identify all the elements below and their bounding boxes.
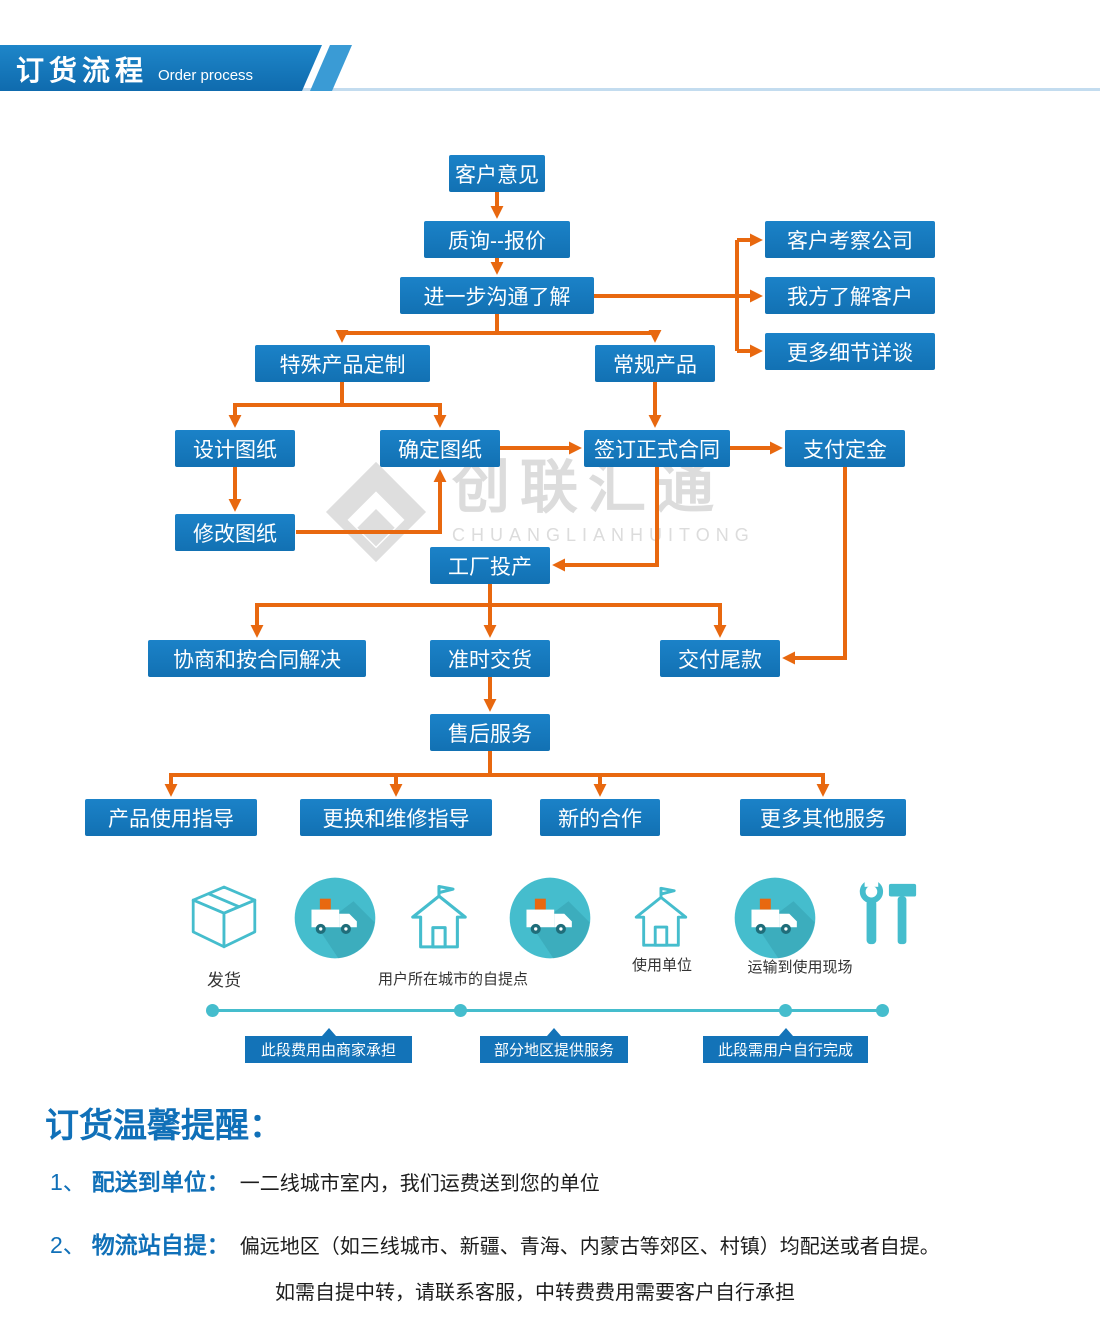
flow-node-factory-production: 工厂投产 — [430, 547, 550, 584]
ship-label: 发货 — [207, 971, 241, 990]
callout-merchant-cost: 此段费用由商家承担 — [245, 1028, 412, 1063]
timeline-dot — [206, 1004, 219, 1017]
flow-node-on-time-delivery: 准时交货 — [430, 640, 550, 677]
truck-icon — [294, 877, 376, 959]
flow-node-regular-product: 常规产品 — [595, 345, 715, 382]
flow-node-pay-deposit: 支付定金 — [785, 430, 905, 467]
reminder-item-1: 1、 配送到单位： 一二线城市室内，我们运费送到您的单位 — [50, 1163, 600, 1197]
flow-node-modify-drawing: 修改图纸 — [175, 514, 295, 551]
flow-node-after-sales: 售后服务 — [430, 714, 550, 751]
reminder-item-1-label: 配送到单位： — [91, 1169, 230, 1195]
flow-node-sign-contract: 签订正式合同 — [584, 430, 730, 467]
timeline-dot — [876, 1004, 889, 1017]
flow-node-confirm-drawing: 确定图纸 — [380, 430, 500, 467]
callout-partial-service: 部分地区提供服务 — [480, 1028, 628, 1063]
pickup-label: 用户所在城市的自提点 — [377, 971, 528, 988]
logistics-timeline — [212, 1009, 882, 1012]
flow-node-design-drawing: 设计图纸 — [175, 430, 295, 467]
house-icon — [634, 886, 688, 947]
package-icon — [191, 885, 257, 949]
watermark-en-text: CHUANGLIANHUITONG — [452, 524, 755, 545]
tools-icon — [859, 876, 917, 945]
user-unit-label: 使用单位 — [631, 957, 692, 974]
flow-node-repair-guidance: 更换和维修指导 — [300, 799, 492, 836]
flow-node-new-cooperation: 新的合作 — [540, 799, 660, 836]
page-title: 订货流程 — [16, 55, 149, 86]
flow-node-more-services: 更多其他服务 — [740, 799, 906, 836]
reminder-item-2: 2、 物流站自提： 偏远地区（如三线城市、新疆、青海、内蒙古等郊区、村镇）均配送… — [50, 1226, 940, 1260]
page-subtitle: Order process — [158, 66, 254, 84]
flow-node-negotiate-resolve: 协商和按合同解决 — [148, 640, 366, 677]
flow-node-inquiry-quote: 质询--报价 — [424, 221, 570, 258]
reminder-item-1-text: 一二线城市室内，我们运费送到您的单位 — [239, 1173, 600, 1195]
truck-icon — [734, 877, 816, 959]
header-banner: 订货流程 Order process — [0, 45, 322, 91]
reminder-item-2-continued: 如需自提中转，请联系客服，中转费费用需要客户自行承担 — [275, 1276, 795, 1305]
reminder-item-2-label: 物流站自提： — [91, 1232, 230, 1258]
flow-node-special-custom: 特殊产品定制 — [255, 345, 430, 382]
flow-node-further-communication: 进一步沟通了解 — [400, 277, 594, 314]
timeline-dot — [454, 1004, 467, 1017]
watermark-cn-text: 创联汇通 — [452, 455, 725, 520]
reminder-item-2-text2: 如需自提中转，请联系客服，中转费费用需要客户自行承担 — [275, 1282, 795, 1304]
flow-node-customer-visit: 客户考察公司 — [765, 221, 935, 258]
flow-node-usage-guidance: 产品使用指导 — [85, 799, 257, 836]
timeline-dot — [779, 1004, 792, 1017]
reminder-item-1-number: 1、 — [50, 1169, 86, 1195]
reminder-item-2-text: 偏远地区（如三线城市、新疆、青海、内蒙古等郊区、村镇）均配送或者自提。 — [239, 1236, 940, 1258]
reminder-item-2-number: 2、 — [50, 1232, 86, 1258]
flow-node-know-customer: 我方了解客户 — [765, 277, 935, 314]
flow-node-customer-feedback: 客户意见 — [449, 155, 545, 192]
flow-node-more-details: 更多细节详谈 — [765, 333, 935, 370]
truck-icon — [509, 877, 591, 959]
header-underline — [0, 88, 1100, 91]
flow-node-pay-balance: 交付尾款 — [660, 640, 780, 677]
reminder-title: 订货温馨提醒： — [45, 1107, 283, 1145]
house-icon — [411, 884, 467, 949]
diamond-logo-icon — [325, 461, 427, 563]
transport-label: 运输到使用现场 — [747, 959, 853, 976]
callout-user-complete: 此段需用户自行完成 — [703, 1028, 868, 1063]
